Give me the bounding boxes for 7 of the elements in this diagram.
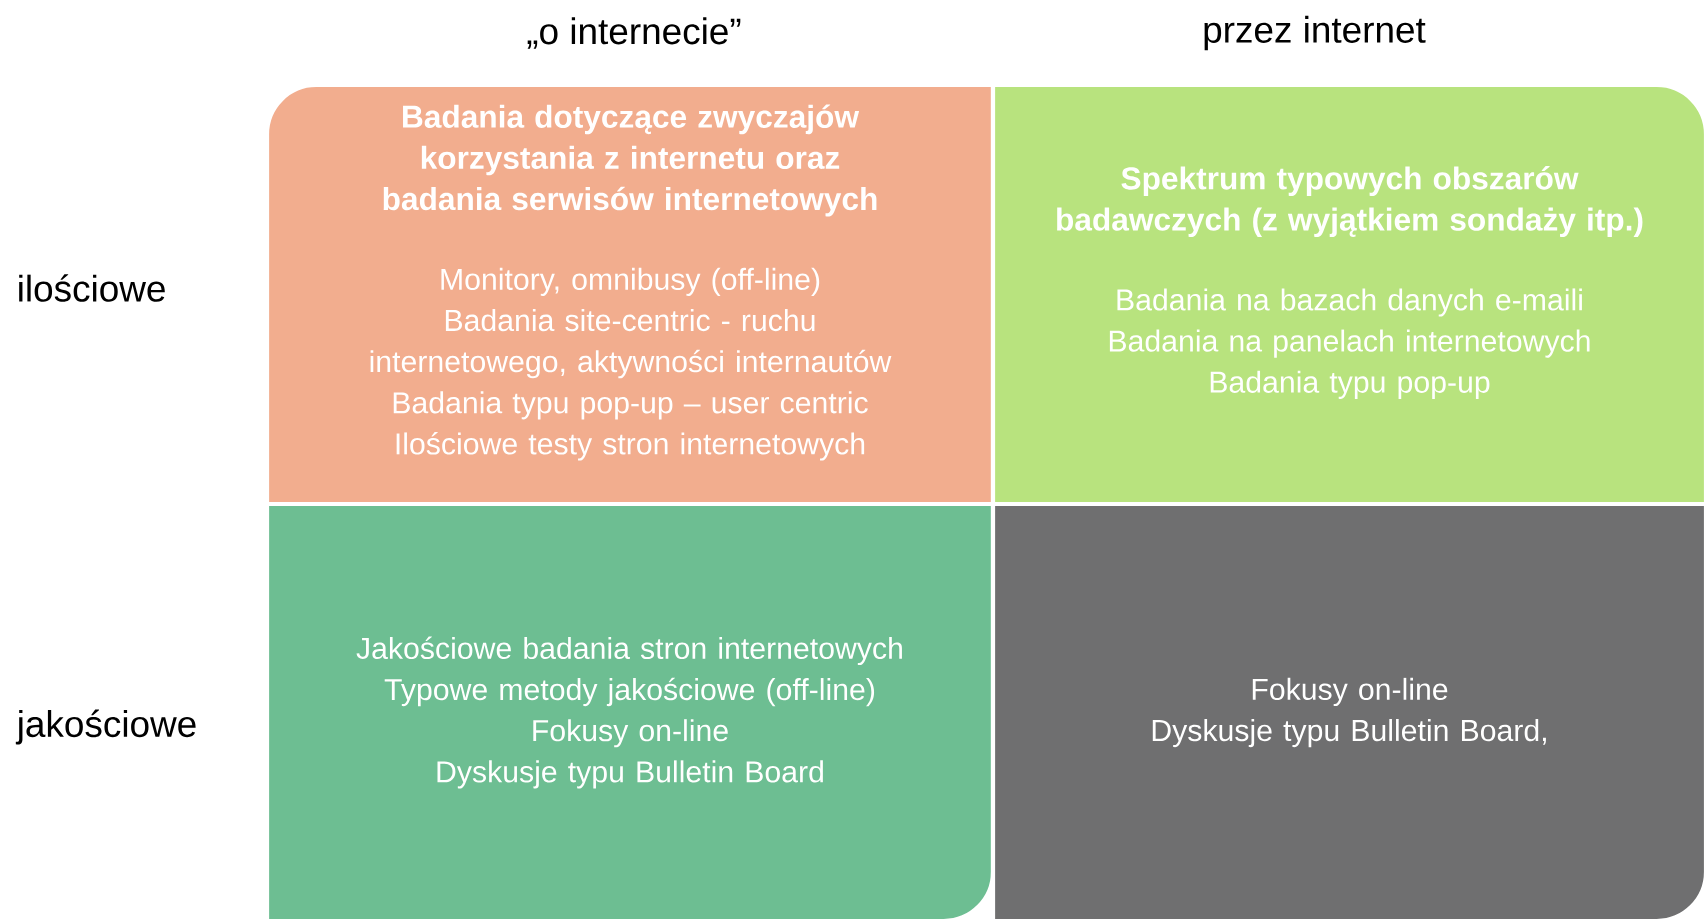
quadrant-box: Fokusy on-line Dyskusje typu Bulletin Board, [990,501,1706,921]
row-header: ilościowe [19,274,165,302]
quadrant-box: Jakościowe badania stron internetowych Typowe metody jakościowe (off-line) Fokusy on-line Dyskusje typu Bulletin Board [264,501,996,921]
column-header: przez internet [1204,15,1426,51]
column-header: „o internecie” [527,17,741,49]
row-header: jakościowe [15,709,196,745]
quadrant-box: Spektrum typowych obszarów badawczych (z wyjątkiem sondaży itp.) Badania na bazach danych e-maili Badania na panelach internetowych Badania typu pop-up [990,82,1706,507]
